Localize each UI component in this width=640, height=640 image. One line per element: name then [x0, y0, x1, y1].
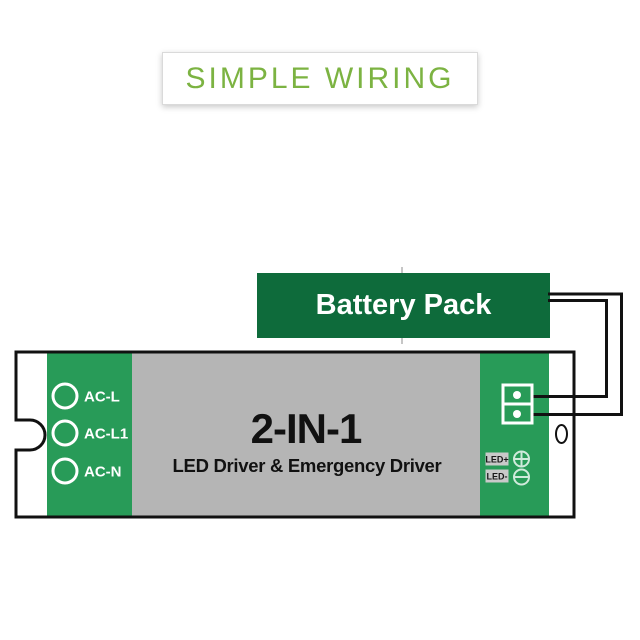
minus-screw-terminal-icon — [513, 468, 530, 486]
driver-subtitle-label: LED Driver & Emergency Driver — [173, 455, 442, 476]
mounting-hole — [555, 424, 568, 444]
ac-l-terminal-ring — [51, 382, 79, 410]
crop-mark-bottom — [401, 338, 403, 344]
ac-l1-terminal-ring — [51, 419, 79, 447]
driver-left-terminal-section — [47, 353, 132, 516]
battery-pack: Battery Pack — [257, 273, 550, 338]
led-minus-label: LED- — [487, 472, 508, 482]
ac-n-label: AC-N — [84, 464, 122, 481]
page-title: SIMPLE WIRING — [185, 61, 455, 95]
led-minus-label-box — [485, 469, 509, 483]
driver-model-label: 2-IN-1 — [251, 405, 362, 452]
title-box: SIMPLE WIRING — [162, 52, 478, 105]
led-plus-label: LED+ — [485, 455, 508, 465]
led-plus-label-box — [485, 452, 509, 466]
battery-terminal-dot-2 — [513, 410, 521, 418]
ac-n-terminal-ring — [51, 457, 79, 485]
plus-screw-terminal-icon — [513, 450, 530, 468]
ac-l1-label: AC-L1 — [84, 426, 128, 443]
ac-l-label: AC-L — [84, 389, 120, 406]
battery-terminal-dot-1 — [513, 391, 521, 399]
driver-label-area — [132, 353, 480, 516]
battery-wire-inner — [532, 299, 608, 398]
crop-mark-top — [401, 267, 403, 273]
battery-wire-outer — [532, 292, 623, 416]
driver-right-terminal-section — [480, 353, 549, 516]
battery-pack-label: Battery Pack — [315, 289, 492, 321]
